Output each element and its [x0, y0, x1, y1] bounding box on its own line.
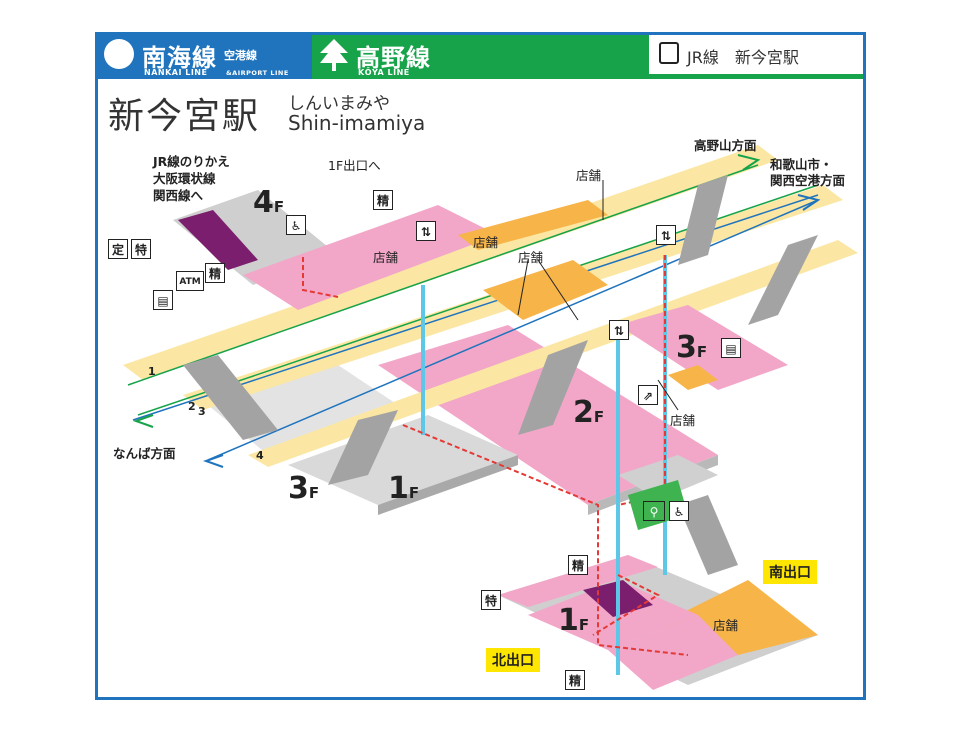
gate-4f [178, 210, 258, 270]
stairs-a [183, 355, 278, 440]
route-1f [592, 574, 661, 636]
station-roman: Shin-imamiya [288, 111, 426, 135]
station-kana: しんいまみや [288, 94, 390, 114]
elevator-icon-a: ⇅ [416, 221, 436, 241]
nankai-line-title: 南海線 [142, 44, 217, 72]
platform-number-3: 3 [198, 405, 206, 418]
stairs-f [678, 495, 738, 575]
escalator-icon: ⇗ [638, 385, 658, 405]
tokkyu-icon-4f: 特 [131, 239, 151, 259]
floor-label-4f: 4F [253, 185, 285, 220]
seisan-icon-atm: 精 [205, 263, 225, 283]
station-name: 新今宮駅 [108, 96, 261, 137]
seisan-icon-1f-top: 精 [568, 555, 588, 575]
stairs-d [678, 175, 728, 265]
station-map-drawing [123, 145, 858, 690]
koya-arrow [737, 154, 761, 171]
stairs-e [748, 235, 818, 325]
train-icon [659, 42, 679, 64]
platform-number-4: 4 [256, 449, 264, 462]
jr-transfer-label: JR線のりかえ 大阪環状線 関西線へ [153, 154, 230, 203]
koya-line-header: 高野線 KŌYA LINE [312, 35, 649, 79]
exit-1f-label: 1F出口へ [328, 158, 381, 173]
stairs-c [518, 340, 588, 435]
wheelchair-icon-4f: ♿ [286, 215, 306, 235]
namba-arrow-green [132, 414, 154, 428]
nankai-line-sub: 空港線 [224, 49, 257, 62]
shop-label-d: 店舗 [518, 250, 544, 265]
teiki-icon-4f: 定 [108, 239, 128, 259]
koya-direction-label: 高野山方面 [694, 138, 757, 153]
north-exit-label: 北出口 [486, 648, 540, 672]
nankai-logo-icon [104, 39, 134, 69]
shop-label-f: 店舗 [713, 618, 739, 633]
floor-label-3f-left: 3F [288, 471, 320, 506]
seisan-icon-1f-bottom: 精 [565, 670, 585, 690]
platform-number-2: 2 [188, 400, 196, 413]
shop-label-b: 店舗 [473, 235, 499, 250]
koya-line-en: KŌYA LINE [358, 68, 410, 77]
shop-label-e: 店舗 [670, 413, 696, 428]
floor-label-2f: 2F [573, 395, 605, 430]
coin-locker-icon: ▤ [721, 338, 741, 358]
floor-3f-right [618, 305, 788, 390]
shop-label-a: 店舗 [576, 168, 602, 183]
atm-icon: ATM [176, 271, 204, 291]
floor-label-1f: 1F [558, 603, 590, 638]
nankai-line-en-sub: &AIRPORT LINE [226, 69, 289, 77]
seisan-icon-4f: 精 [373, 190, 393, 210]
map-frame: 南海線 空港線 NANKAI LINE &AIRPORT LINE 高野線 KŌ… [95, 32, 866, 700]
koya-rail-a [127, 164, 759, 386]
tokkyu-icon-1f: 特 [481, 590, 501, 610]
route-4f [302, 257, 339, 298]
wakayama-arrow [797, 194, 821, 211]
wakayama-direction-label: 和歌山市・ 関西空港方面 [770, 157, 846, 188]
nankai-rail-b [207, 199, 819, 461]
koya-logo-icon [320, 39, 348, 71]
nankai-line-en: NANKAI LINE [144, 68, 208, 77]
shop-upper [458, 200, 608, 250]
koya-line-title: 高野線 [356, 44, 431, 72]
south-exit-label: 南出口 [763, 560, 817, 584]
elevator-icon-c: ⇅ [609, 320, 629, 340]
namba-arrow-blue [202, 454, 224, 468]
jr-station-label: JR線 新今宮駅 [687, 48, 799, 67]
jr-line-header: JR線 新今宮駅 [649, 35, 863, 79]
stairs-b [328, 410, 398, 485]
floor-1f-mid [288, 415, 518, 505]
restroom-icon: ⚲ [643, 501, 665, 521]
floor-label-1f-mid: 1F [388, 471, 420, 506]
shop-mid [483, 260, 608, 320]
platform-number-1: 1 [148, 365, 156, 378]
floor-label-3f-right: 3F [676, 330, 708, 365]
wheelchair-icon-2f: ♿ [669, 501, 689, 521]
shop-label-c: 店舗 [373, 250, 399, 265]
elevator-icon-b: ⇅ [656, 225, 676, 245]
namba-direction-label: なんば方面 [113, 446, 176, 461]
route-2f [402, 424, 689, 656]
shop-3f [668, 365, 718, 390]
locker-icon-4f: ▤ [153, 290, 173, 310]
nankai-line-header: 南海線 空港線 NANKAI LINE &AIRPORT LINE [98, 35, 312, 79]
platform-1 [123, 145, 778, 380]
